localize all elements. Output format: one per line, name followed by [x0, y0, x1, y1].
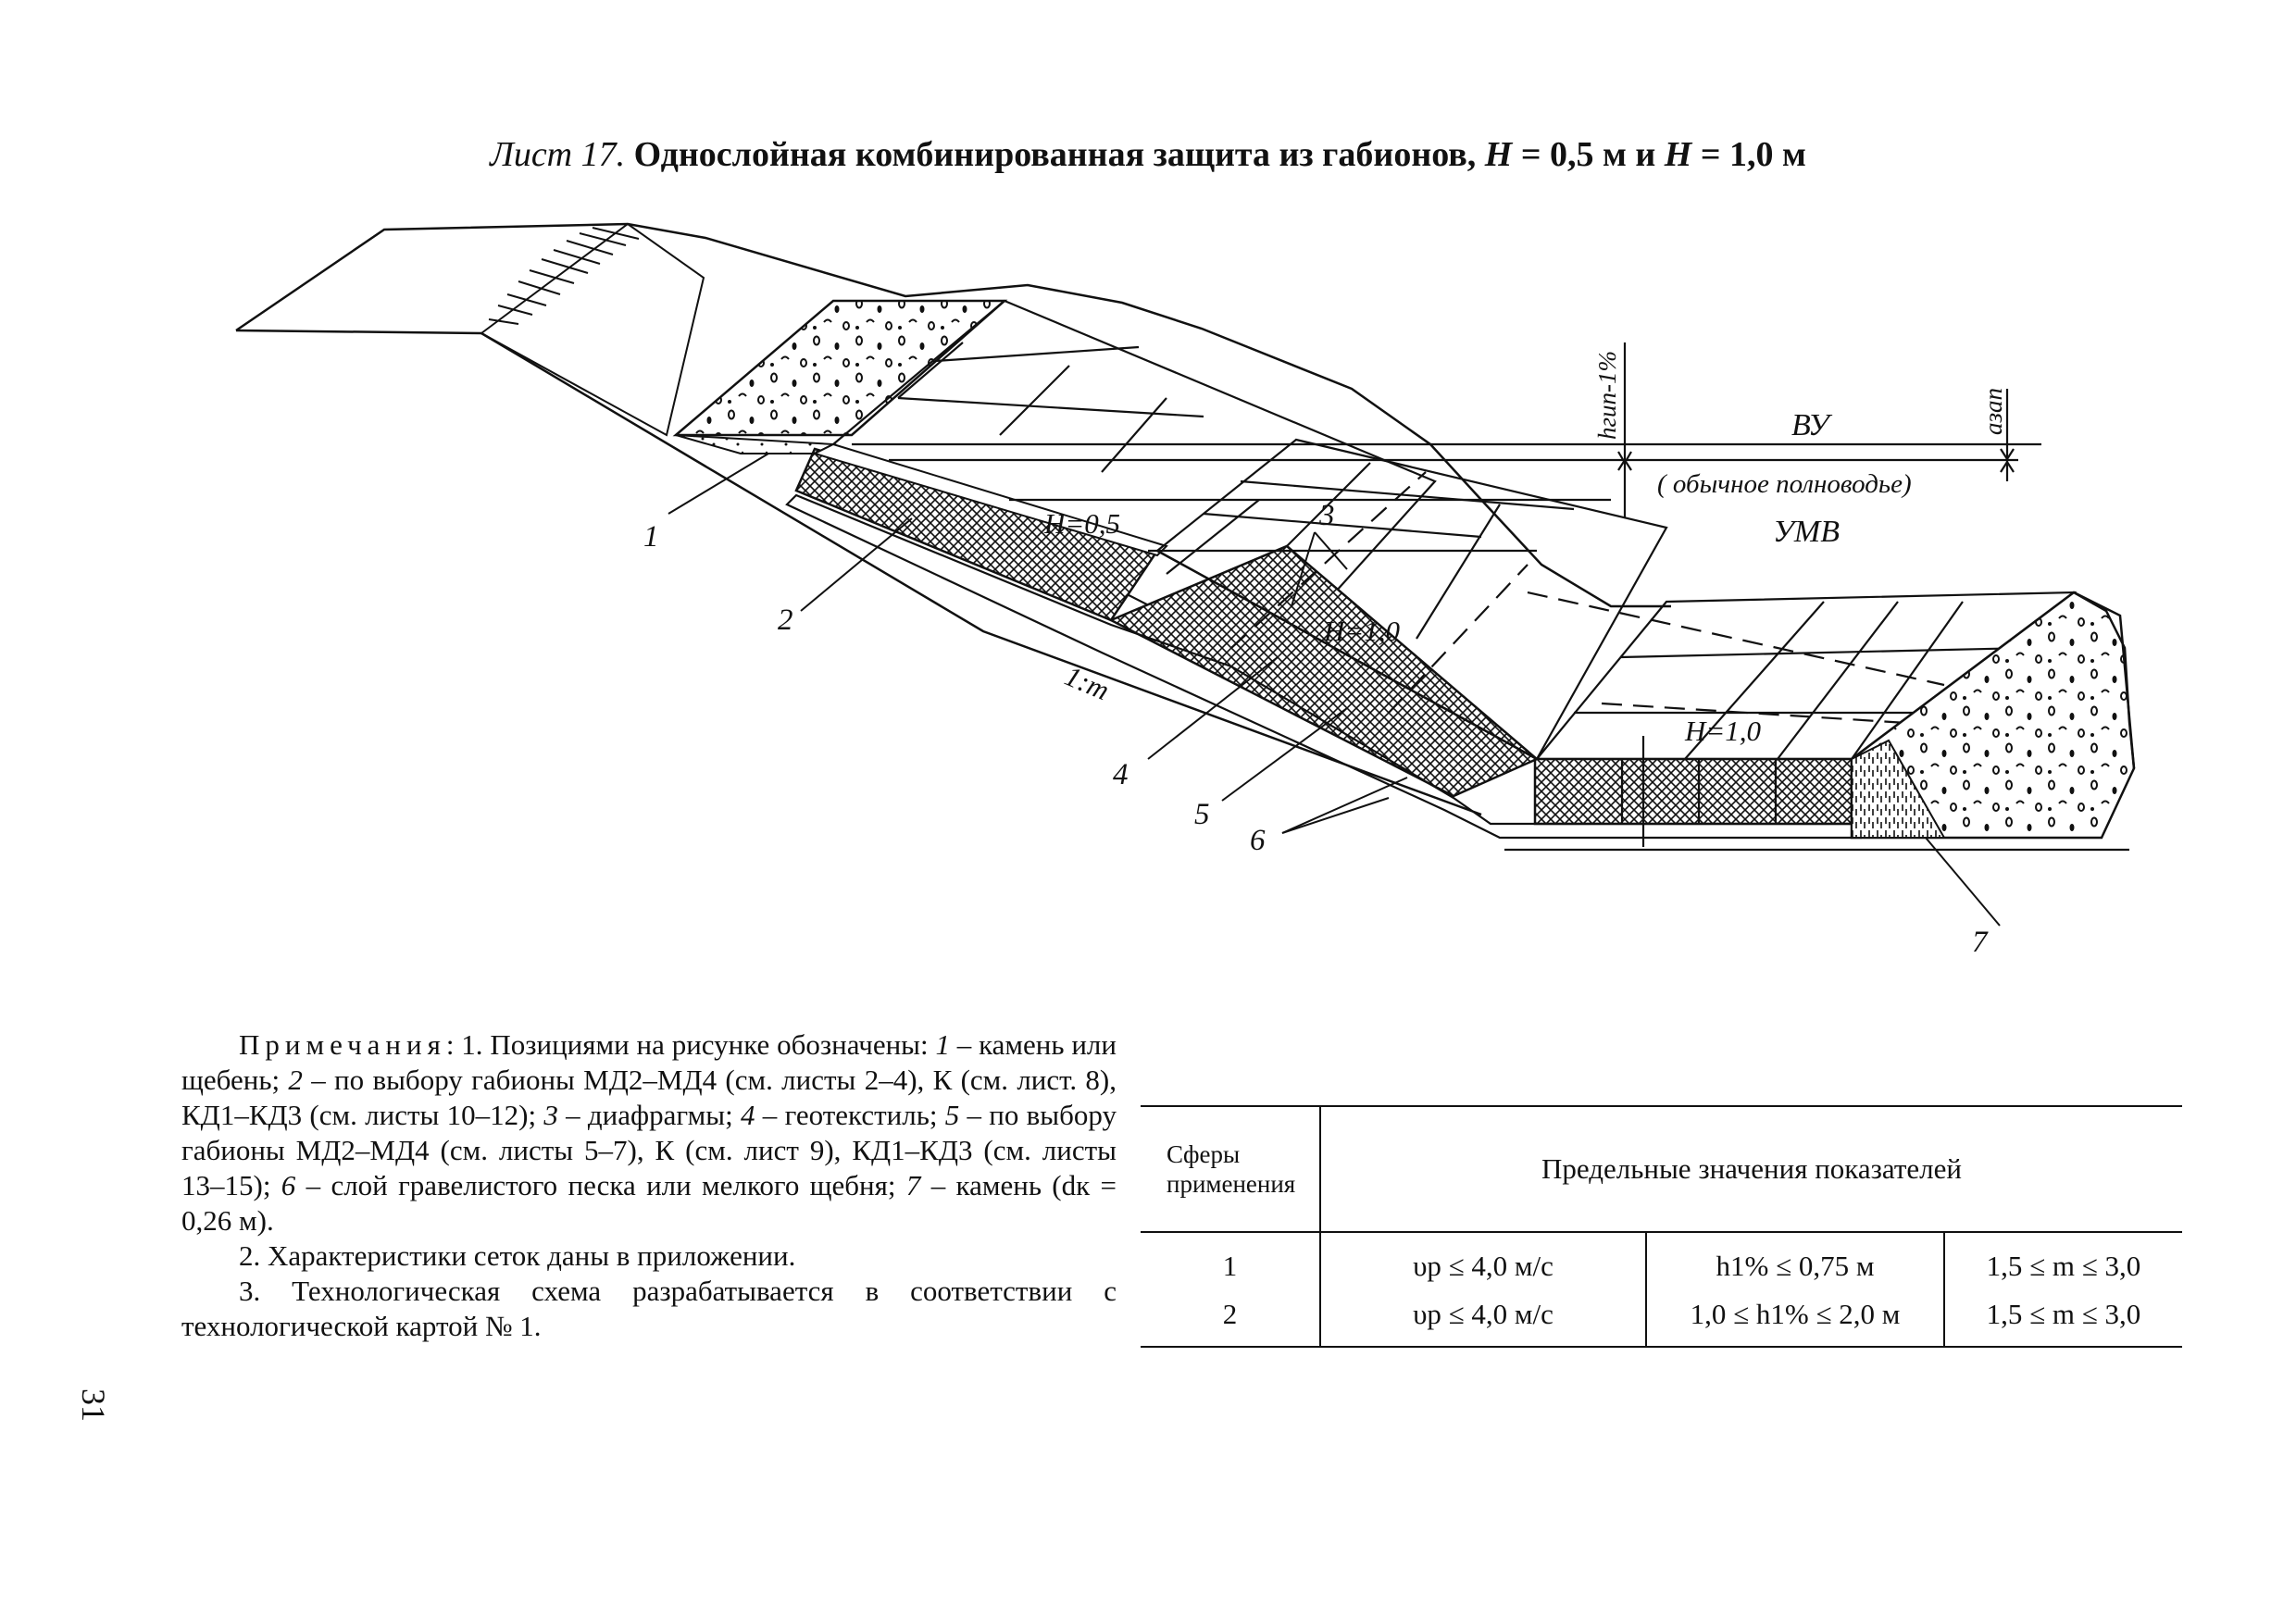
callout-1: 1: [643, 520, 659, 554]
note-3: 3. Технологическая схема разрабатывается…: [181, 1275, 1117, 1342]
title-h-var-1: H: [1484, 135, 1513, 174]
label-h05: H=0,5: [1043, 507, 1120, 540]
label-h10-slope: H=1,0: [1323, 615, 1401, 647]
note-1-text-7: – камень (dк = 0,26 м).: [181, 1169, 1117, 1237]
note-1-item-3: 3: [543, 1099, 558, 1131]
cell-slope: 1,5 ≤ m ≤ 3,0: [1943, 1232, 2182, 1290]
table-header-row: Сферы применения Предельные значения пок…: [1141, 1105, 2182, 1233]
note-1-item-4: 4: [741, 1099, 755, 1131]
embankment-hatch-lines: [488, 227, 640, 325]
callout-7: 7: [1972, 926, 1989, 959]
water-levels: [852, 442, 2041, 553]
note-1-item-7: 7: [905, 1169, 921, 1201]
bank-right: [2073, 591, 2136, 769]
sheet-number: Лист 17.: [490, 135, 626, 174]
note-1-item-5: 5: [944, 1099, 960, 1131]
title-main: Однослойная комбинированная защита из га…: [633, 135, 1477, 174]
title-h-val-2: = 1,0 м: [1691, 135, 1806, 174]
cell-sphere: 2: [1141, 1290, 1320, 1348]
note-1-text-1: – камень или щебень;: [181, 1028, 1117, 1096]
embankment-hatch-zone: [480, 222, 705, 437]
limits-table: Сферы применения Предельные значения пок…: [1141, 1105, 2182, 1348]
table-row: 1 υp ≤ 4,0 м/с h1% ≤ 0,75 м 1,5 ≤ m ≤ 3,…: [1141, 1232, 2182, 1290]
label-h10-bottom: H=1,0: [1684, 715, 1762, 747]
gabion-h10-bottom: [1533, 757, 1853, 826]
gabion-bottom-dividers: [1620, 736, 1778, 847]
gabion-h05-top: [812, 442, 1168, 557]
cell-slope: 1,5 ≤ m ≤ 3,0: [1943, 1290, 2182, 1348]
note-1-item-1: 1: [935, 1028, 950, 1061]
callout-2: 2: [778, 604, 793, 637]
slope-surface: [480, 331, 1482, 816]
label-vu: ВУ: [1791, 408, 1833, 442]
gravel-wedge-top: [675, 434, 837, 454]
callout-6: 6: [1250, 824, 1266, 857]
table-row: 2 υp ≤ 4,0 м/с 1,0 ≤ h1% ≤ 2,0 м 1,5 ≤ m…: [1141, 1290, 2182, 1348]
gabion-h10-slope: [1108, 544, 1540, 798]
label-a-zap: aзап: [1979, 388, 2007, 435]
callout-4: 4: [1113, 758, 1129, 791]
label-h-runup: hгип-1%: [1593, 351, 1621, 440]
cell-wave-height: 1,0 ≤ h1% ≤ 2,0 м: [1645, 1290, 1944, 1348]
gabion-protection-diagram: hгип-1% ВУ aзап ( обычное полноводье) УМ…: [235, 222, 2136, 959]
upper-bank-base: [235, 329, 482, 335]
note-1-text-3: – диафрагмы;: [557, 1099, 742, 1131]
title-h-var-2: H: [1664, 135, 1692, 174]
page-number: 31: [75, 1388, 112, 1422]
title-h-val-1: = 0,5 м и: [1512, 135, 1665, 174]
cell-velocity: υp ≤ 4,0 м/с: [1319, 1232, 1646, 1290]
upper-bank-outline: [235, 222, 1671, 608]
callout-leaders: [668, 453, 2001, 927]
gravel-zone-right: [1851, 739, 1946, 839]
note-1-text-6: – слой гравелистого песка или мелкого ще…: [295, 1169, 906, 1201]
note-1-text-5: – по выбору габионы МД2–МД4 (см. листы 5…: [181, 1099, 1117, 1201]
header-spheres: Сферы применения: [1141, 1105, 1320, 1233]
cell-sphere: 1: [1222, 1250, 1238, 1282]
note-2: 2. Характеристики сеток даны в приложени…: [239, 1239, 796, 1272]
label-slope-ratio: 1:m: [1060, 659, 1114, 706]
stone-fill-upper: [672, 299, 1008, 437]
label-flood: ( обычное полноводье): [1657, 469, 1912, 499]
note-1-text-2: – по выбору габионы МД2–МД4 (см. листы 2…: [181, 1064, 1117, 1131]
notes-heading: Примечания: [239, 1028, 446, 1061]
note-1-intro: : 1. Позициями на рисунке обозначены:: [445, 1028, 936, 1061]
cell-wave-height: h1% ≤ 0,75 м: [1645, 1232, 1944, 1290]
callout-3: 3: [1318, 499, 1335, 532]
header-limits: Предельные значения показателей: [1319, 1105, 2182, 1233]
callout-5: 5: [1194, 798, 1210, 831]
note-1-item-6: 6: [281, 1169, 296, 1201]
note-1-item-2: 2: [288, 1064, 303, 1096]
notes-block: Примечания: 1. Позициями на рисунке обоз…: [181, 1027, 1117, 1344]
dimension-marks: [1617, 342, 2015, 518]
note-1-text-4: – геотекстиль;: [755, 1099, 945, 1131]
label-umv: УМВ: [1773, 515, 1840, 549]
cell-velocity: υp ≤ 4,0 м/с: [1319, 1290, 1646, 1348]
page-title: Лист 17. Однослойная комбинированная защ…: [0, 134, 2296, 175]
note-1: Примечания: 1. Позициями на рисунке обоз…: [181, 1027, 1117, 1238]
